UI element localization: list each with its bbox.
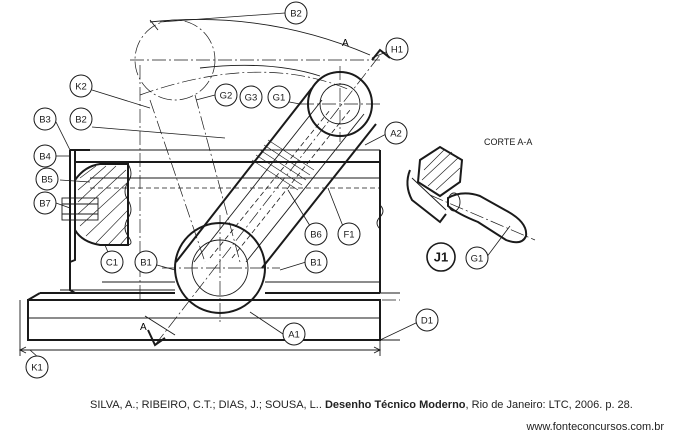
svg-text:J1: J1 bbox=[434, 250, 448, 265]
bubble-a1: A1 bbox=[282, 322, 306, 346]
section-view: CORTE A-A bbox=[406, 137, 536, 259]
bubble-b5: B5 bbox=[35, 167, 59, 191]
bubble-b6: B6 bbox=[304, 222, 328, 246]
bubble-k1: K1 bbox=[25, 355, 49, 379]
website-url: www.fonteconcursos.com.br bbox=[526, 421, 664, 433]
svg-text:A1: A1 bbox=[288, 330, 300, 341]
bubble-b2: B2 bbox=[284, 1, 308, 25]
bubble-c1: C1 bbox=[100, 250, 124, 274]
bubble-d1: D1 bbox=[415, 308, 439, 332]
bubble-b1-right: B1 bbox=[304, 250, 328, 274]
bubble-b7: B7 bbox=[33, 191, 57, 215]
section-mark-bottom: A bbox=[140, 322, 147, 333]
bubble-f1: F1 bbox=[337, 222, 361, 246]
dimension-k1 bbox=[18, 300, 382, 356]
citation: SILVA, A.; RIBEIRO, C.T.; DIAS, J.; SOUS… bbox=[90, 399, 633, 411]
bubble-a2: A2 bbox=[384, 121, 408, 145]
technical-drawing: A A CORTE A-A bbox=[18, 1, 536, 379]
bubble-h1: H1 bbox=[385, 37, 409, 61]
bubble-b3: B3 bbox=[33, 107, 57, 131]
bubble-b1-left: B1 bbox=[134, 250, 158, 274]
svg-text:D1: D1 bbox=[421, 316, 433, 327]
bubble-g3: G3 bbox=[239, 85, 263, 109]
svg-text:A2: A2 bbox=[390, 129, 402, 140]
citation-title: Desenho Técnico Moderno bbox=[324, 399, 466, 411]
bubble-j1: J1 bbox=[426, 242, 456, 272]
bubble-g2: G2 bbox=[214, 83, 238, 107]
section-label: CORTE A-A bbox=[484, 137, 532, 147]
svg-text:B5: B5 bbox=[41, 175, 53, 186]
svg-text:G1: G1 bbox=[471, 254, 484, 265]
phantom-lever-position bbox=[130, 19, 400, 336]
svg-text:K2: K2 bbox=[75, 82, 87, 93]
svg-text:G3: G3 bbox=[245, 93, 258, 104]
svg-text:C1: C1 bbox=[106, 258, 118, 269]
bubble-k2: K2 bbox=[69, 74, 93, 98]
lever-arm bbox=[162, 66, 380, 325]
svg-text:H1: H1 bbox=[391, 45, 403, 56]
svg-text:F1: F1 bbox=[343, 230, 354, 241]
bubble-g1-section: G1 bbox=[465, 246, 489, 270]
svg-text:G2: G2 bbox=[220, 91, 233, 102]
svg-text:B4: B4 bbox=[39, 152, 51, 163]
hatched-insert bbox=[61, 163, 132, 246]
bubble-b2-left: B2 bbox=[69, 107, 93, 131]
bubble-b4: B4 bbox=[33, 144, 57, 168]
housing-body bbox=[60, 149, 384, 294]
svg-text:K1: K1 bbox=[31, 363, 43, 374]
cutting-plane-a: A A bbox=[140, 38, 391, 347]
svg-text:B2: B2 bbox=[75, 115, 87, 126]
svg-text:B1: B1 bbox=[140, 258, 152, 269]
svg-text:B7: B7 bbox=[39, 199, 51, 210]
svg-text:B6: B6 bbox=[310, 230, 322, 241]
citation-rest: , Rio de Janeiro: LTC, 2006. p. 28. bbox=[465, 399, 633, 411]
svg-text:B2: B2 bbox=[290, 9, 302, 20]
svg-text:B3: B3 bbox=[39, 115, 51, 126]
citation-authors: SILVA, A.; RIBEIRO, C.T.; DIAS, J.; SOUS… bbox=[90, 399, 325, 411]
section-mark-top: A bbox=[342, 38, 349, 49]
bubble-g1-top: G1 bbox=[267, 85, 291, 109]
svg-text:B1: B1 bbox=[310, 258, 322, 269]
svg-text:G1: G1 bbox=[273, 93, 286, 104]
